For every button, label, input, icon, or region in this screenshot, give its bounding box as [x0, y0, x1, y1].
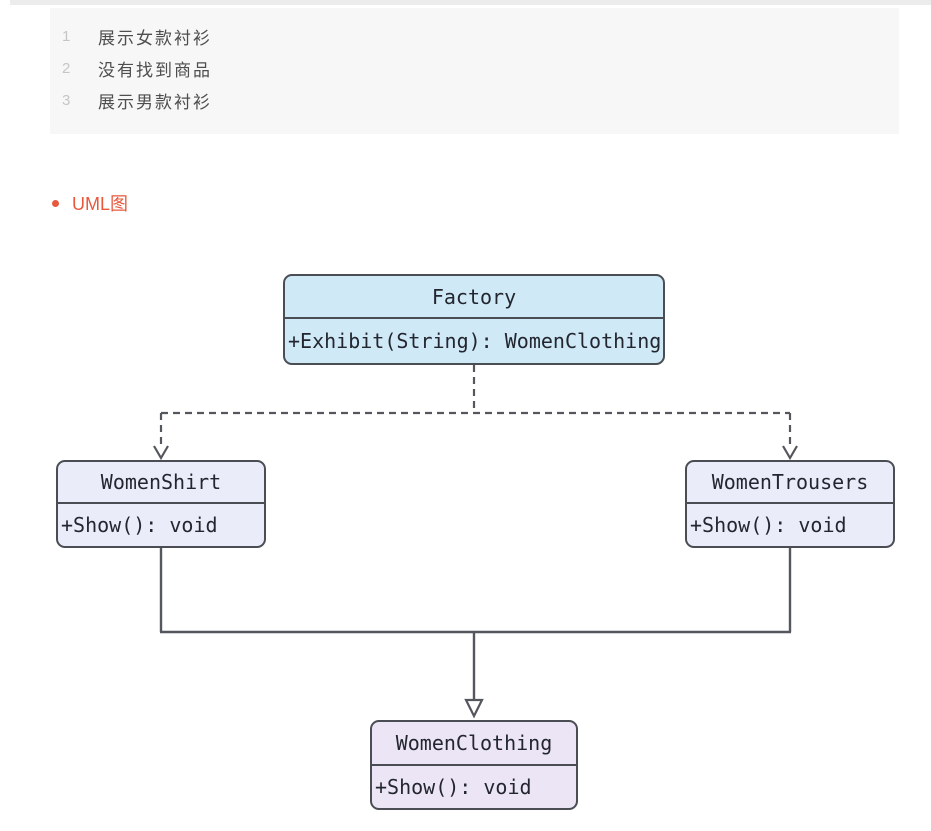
class-method: +Show(): void — [375, 775, 532, 799]
generalization-lines — [159, 548, 792, 700]
code-block: 1 展示女款衬衫 2 没有找到商品 3 展示男款衬衫 — [50, 8, 899, 134]
class-title: WomenTrousers — [687, 462, 893, 504]
code-line: 3 展示男款衬衫 — [50, 84, 899, 116]
uml-class-womenshirt: WomenShirt +Show(): void — [56, 460, 266, 548]
code-line: 1 展示女款衬衫 — [50, 20, 899, 52]
list-item-uml: UML图 — [52, 192, 128, 214]
code-text: 没有找到商品 — [98, 60, 212, 80]
uml-class-womentrousers: WomenTrousers +Show(): void — [685, 460, 895, 548]
line-number: 3 — [62, 91, 71, 109]
uml-class-womenclothing: WomenClothing +Show(): void — [370, 720, 578, 810]
code-text: 展示女款衬衫 — [98, 28, 212, 48]
dashed-dependency-lines — [159, 365, 792, 449]
bullet-icon — [52, 199, 59, 207]
class-method: +Show(): void — [690, 513, 847, 537]
line-number: 2 — [62, 59, 71, 77]
list-item-label: UML图 — [72, 194, 129, 214]
class-title: Factory — [285, 276, 663, 319]
uml-class-factory: Factory +Exhibit(String): WomenClothing — [283, 274, 665, 365]
open-arrowhead-icons — [153, 445, 798, 461]
code-line: 2 没有找到商品 — [50, 52, 899, 84]
top-divider-strip — [10, 0, 931, 5]
line-number: 1 — [62, 27, 71, 45]
class-title: WomenShirt — [58, 462, 264, 504]
code-text: 展示男款衬衫 — [98, 92, 212, 112]
class-title: WomenClothing — [372, 722, 576, 766]
hollow-triangle-arrowhead-icon — [464, 698, 484, 719]
class-method: +Exhibit(String): WomenClothing — [288, 329, 662, 353]
class-method: +Show(): void — [61, 513, 218, 537]
